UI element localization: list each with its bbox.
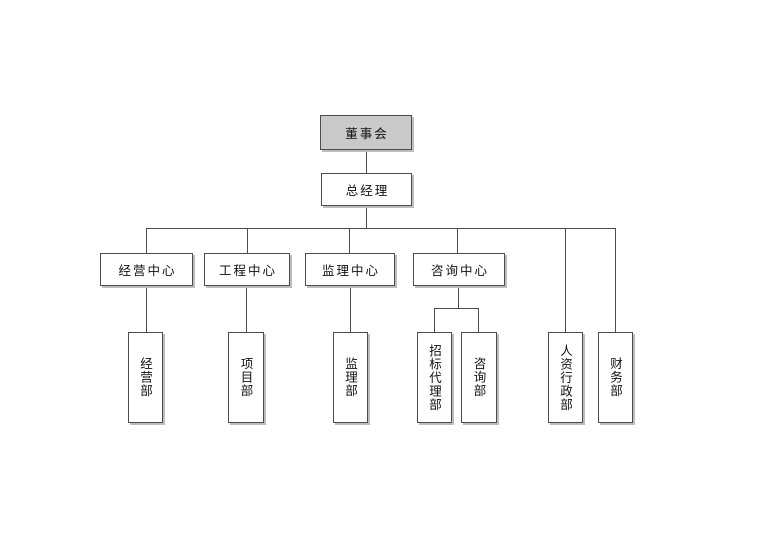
node-project-dept: 项目部 — [228, 332, 264, 423]
node-supervision-dept: 监理部 — [333, 332, 368, 423]
connector-consult-bidding — [434, 309, 435, 332]
connector-gm-trunk — [366, 205, 367, 228]
node-label: 总经理 — [345, 184, 390, 198]
connector-consult-riser — [458, 286, 459, 308]
node-label: 董事会 — [345, 127, 389, 141]
connector-board-gm — [366, 150, 367, 173]
node-label: 招标代理部 — [427, 343, 441, 412]
node-supervision-center: 监理中心 — [305, 253, 395, 286]
node-board-of-directors: 董事会 — [320, 115, 412, 150]
connector-trunk-finance — [615, 229, 616, 332]
connector-trunk-ops — [146, 229, 147, 253]
node-label: 咨询部 — [471, 357, 486, 398]
connector-main-trunk — [146, 228, 616, 229]
connector-trunk-consult — [457, 229, 458, 253]
node-label: 经营部 — [138, 357, 152, 398]
connector-eng-dept — [246, 286, 247, 332]
node-operations-dept: 经营部 — [128, 332, 163, 423]
connector-consult-dept — [478, 309, 479, 332]
connector-sup-dept — [350, 286, 351, 332]
node-label: 人资行政部 — [558, 343, 572, 412]
node-finance-dept: 财务部 — [598, 332, 633, 423]
node-label: 财务部 — [608, 357, 622, 398]
node-consulting-dept: 咨询部 — [461, 332, 497, 423]
node-consulting-center: 咨询中心 — [413, 253, 505, 286]
node-hr-admin-dept: 人资行政部 — [548, 332, 583, 423]
node-label: 工程中心 — [218, 264, 277, 278]
node-label: 监理中心 — [321, 264, 380, 278]
connector-trunk-eng — [247, 229, 248, 253]
node-engineering-center: 工程中心 — [204, 253, 290, 286]
node-operations-center: 经营中心 — [100, 253, 193, 286]
connector-consult-trunk — [434, 308, 479, 309]
node-label: 经营中心 — [118, 264, 177, 278]
node-bidding-agency-dept: 招标代理部 — [417, 332, 452, 423]
node-general-manager: 总经理 — [321, 173, 412, 206]
connector-ops-dept — [146, 286, 147, 332]
connector-trunk-sup — [349, 229, 350, 253]
node-label: 咨询中心 — [430, 264, 489, 278]
node-label: 项目部 — [238, 357, 253, 398]
connector-trunk-hr-admin — [565, 229, 566, 332]
node-label: 监理部 — [343, 357, 357, 398]
